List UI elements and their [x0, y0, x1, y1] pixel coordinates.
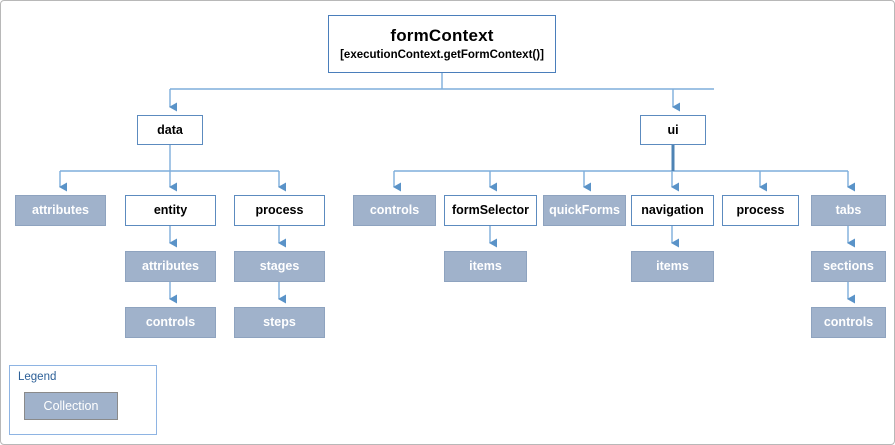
node-data[interactable]: data [137, 115, 203, 145]
legend-collection-swatch: Collection [24, 392, 118, 420]
node-quickforms-label: quickForms [549, 203, 620, 218]
node-navigation-label: navigation [641, 203, 704, 218]
node-data-process[interactable]: process [234, 195, 325, 226]
node-navigation-items[interactable]: items [631, 251, 714, 282]
node-quickforms[interactable]: quickForms [543, 195, 626, 226]
node-entity-controls-label: controls [145, 315, 196, 330]
node-formselector-items-label: items [469, 259, 502, 274]
node-navigation[interactable]: navigation [631, 195, 714, 226]
node-formselector-label: formSelector [451, 203, 530, 218]
node-steps-label: steps [263, 315, 296, 330]
node-stages[interactable]: stages [234, 251, 325, 282]
node-ui-controls-label: controls [369, 203, 420, 218]
node-formselector-items[interactable]: items [444, 251, 527, 282]
node-tabs-controls-label: controls [823, 315, 874, 330]
node-tabs-controls[interactable]: controls [811, 307, 886, 338]
node-entity[interactable]: entity [125, 195, 216, 226]
node-tabs-label: tabs [835, 203, 862, 218]
node-ui[interactable]: ui [640, 115, 706, 145]
node-sections-label: sections [823, 259, 874, 274]
node-data-attributes[interactable]: attributes [15, 195, 106, 226]
node-ui-process-label: process [736, 203, 785, 218]
node-entity-attributes[interactable]: attributes [125, 251, 216, 282]
legend: Legend Collection [9, 365, 157, 435]
node-steps[interactable]: steps [234, 307, 325, 338]
node-entity-controls[interactable]: controls [125, 307, 216, 338]
node-stages-label: stages [259, 259, 300, 274]
node-formselector[interactable]: formSelector [444, 195, 537, 226]
node-data-label: data [157, 122, 183, 137]
node-ui-process[interactable]: process [722, 195, 799, 226]
node-sections[interactable]: sections [811, 251, 886, 282]
node-data-process-label: process [255, 203, 304, 218]
node-ui-controls[interactable]: controls [353, 195, 436, 226]
node-navigation-items-label: items [656, 259, 689, 274]
node-formcontext-subtitle: [executionContext.getFormContext()] [340, 48, 544, 61]
node-tabs[interactable]: tabs [811, 195, 886, 226]
legend-title: Legend [18, 371, 57, 383]
legend-collection-label: Collection [43, 399, 99, 413]
node-ui-label: ui [667, 122, 679, 137]
node-data-attributes-label: attributes [32, 203, 89, 218]
node-entity-attributes-label: attributes [142, 259, 199, 274]
node-entity-label: entity [153, 203, 188, 218]
node-formcontext-title: formContext [390, 26, 494, 46]
node-formcontext[interactable]: formContext [executionContext.getFormCon… [328, 15, 556, 73]
